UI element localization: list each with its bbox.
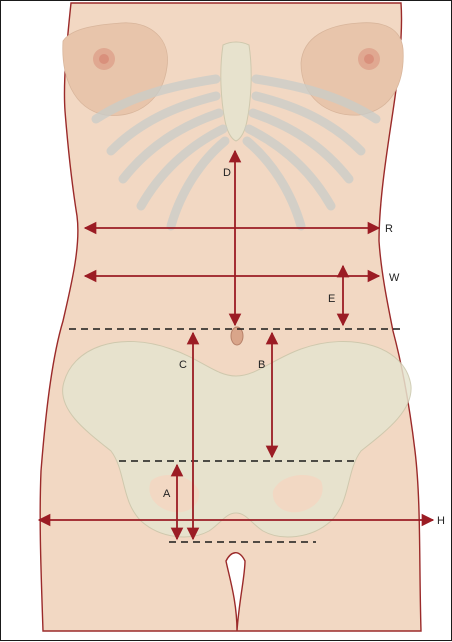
- label-e: E: [328, 293, 335, 305]
- label-c: C: [179, 359, 187, 371]
- label-d: D: [223, 167, 231, 179]
- right-nipple-center: [364, 54, 374, 64]
- label-h: H: [437, 515, 445, 527]
- label-a: A: [163, 488, 171, 500]
- left-nipple-center: [99, 54, 109, 64]
- label-r: R: [385, 223, 393, 235]
- label-w: W: [389, 272, 400, 284]
- label-b: B: [258, 359, 265, 371]
